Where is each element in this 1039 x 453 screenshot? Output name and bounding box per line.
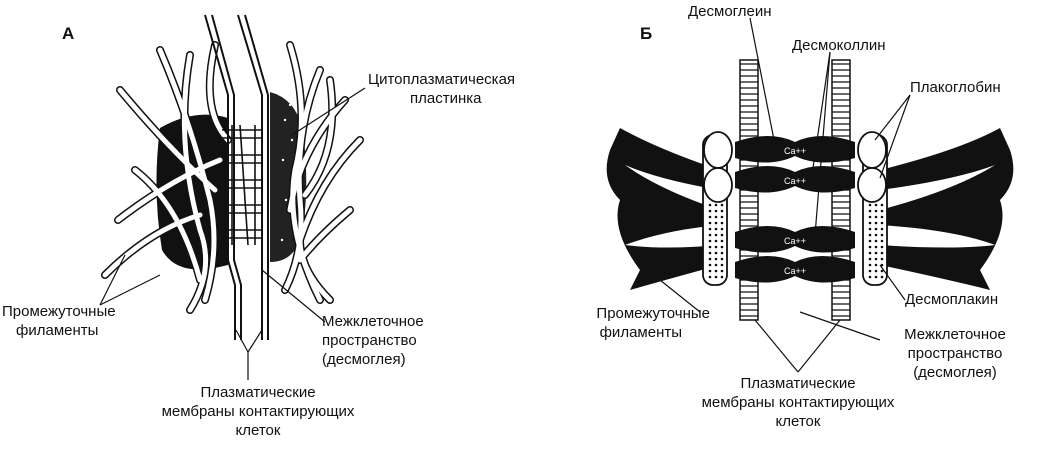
panel-b-desmoplakin-stipple xyxy=(708,203,884,279)
panel-b-cadherins xyxy=(735,136,855,283)
panel-b-drawing: Ca++ Ca++ Ca++ Ca++ xyxy=(606,17,1014,373)
label-cytoplasmic-plaque: Цитоплазматическая пластинка xyxy=(368,70,515,108)
panel-a-filaments-left xyxy=(101,41,232,314)
ca-label-1: Ca++ xyxy=(784,146,806,156)
label-plasma-membranes-b: Плазматические мембраны контактирующих к… xyxy=(688,374,908,431)
panel-b-plakoglobin xyxy=(703,131,887,203)
label-line: клеток xyxy=(235,422,281,439)
label-line: пространство xyxy=(322,332,417,349)
label-line: Промежуточные xyxy=(2,303,116,320)
ca-label-4: Ca++ xyxy=(784,266,806,276)
panel-a-leader-lines xyxy=(99,87,366,380)
label-line: мембраны контактирующих xyxy=(701,394,895,411)
panel-a-drawing xyxy=(99,14,366,380)
label-line: (десмоглея) xyxy=(913,364,997,381)
panel-b-calcium-labels: Ca++ Ca++ Ca++ Ca++ xyxy=(784,146,806,276)
label-intercellular-space-b: Межклеточное пространство (десмоглея) xyxy=(880,325,1030,382)
label-intermediate-filaments-b: Промежуточные филаменты xyxy=(560,304,710,342)
label-desmocollin: Десмоколлин xyxy=(792,37,886,54)
label-intermediate-filaments-a: Промежуточные филаменты xyxy=(2,302,116,340)
label-desmoplakin: Десмоплакин xyxy=(905,291,999,308)
label-desmoglein: Десмоглеин xyxy=(688,3,772,20)
label-line: филаменты xyxy=(16,322,99,339)
label-line: пространство xyxy=(907,345,1003,362)
label-line: Межклеточное xyxy=(322,313,424,330)
ca-label-2: Ca++ xyxy=(784,176,806,186)
label-line: Плазматические xyxy=(200,384,316,401)
panel-b-right-filaments xyxy=(880,128,1014,290)
panel-b-leader-lines xyxy=(659,17,911,373)
panel-a-linkers xyxy=(222,124,262,246)
label-line: пластинка xyxy=(410,90,482,107)
panel-b-left-filaments xyxy=(606,128,720,290)
label-line: филаменты xyxy=(599,324,682,341)
label-plasma-membranes-a: Плазматические мембраны контактирующих к… xyxy=(148,383,368,440)
label-line: Промежуточные xyxy=(596,305,710,322)
label-line: мембраны контактирующих xyxy=(161,403,355,420)
panel-a-membranes xyxy=(204,14,269,340)
panel-a-filaments-right xyxy=(281,41,364,304)
ca-label-3: Ca++ xyxy=(784,236,806,246)
label-line: Цитоплазматическая xyxy=(368,71,516,88)
panel-b-letter: Б xyxy=(640,24,653,43)
panel-a-letter: А xyxy=(62,24,75,43)
label-intercellular-space-a: Межклеточное пространство (десмоглея) xyxy=(322,312,424,369)
label-line: Межклеточное xyxy=(904,326,1006,343)
label-plakoglobin: Плакоглобин xyxy=(910,79,1001,96)
label-line: (десмоглея) xyxy=(322,351,406,368)
label-line: клеток xyxy=(775,413,821,430)
label-line: Плазматические xyxy=(740,375,856,392)
